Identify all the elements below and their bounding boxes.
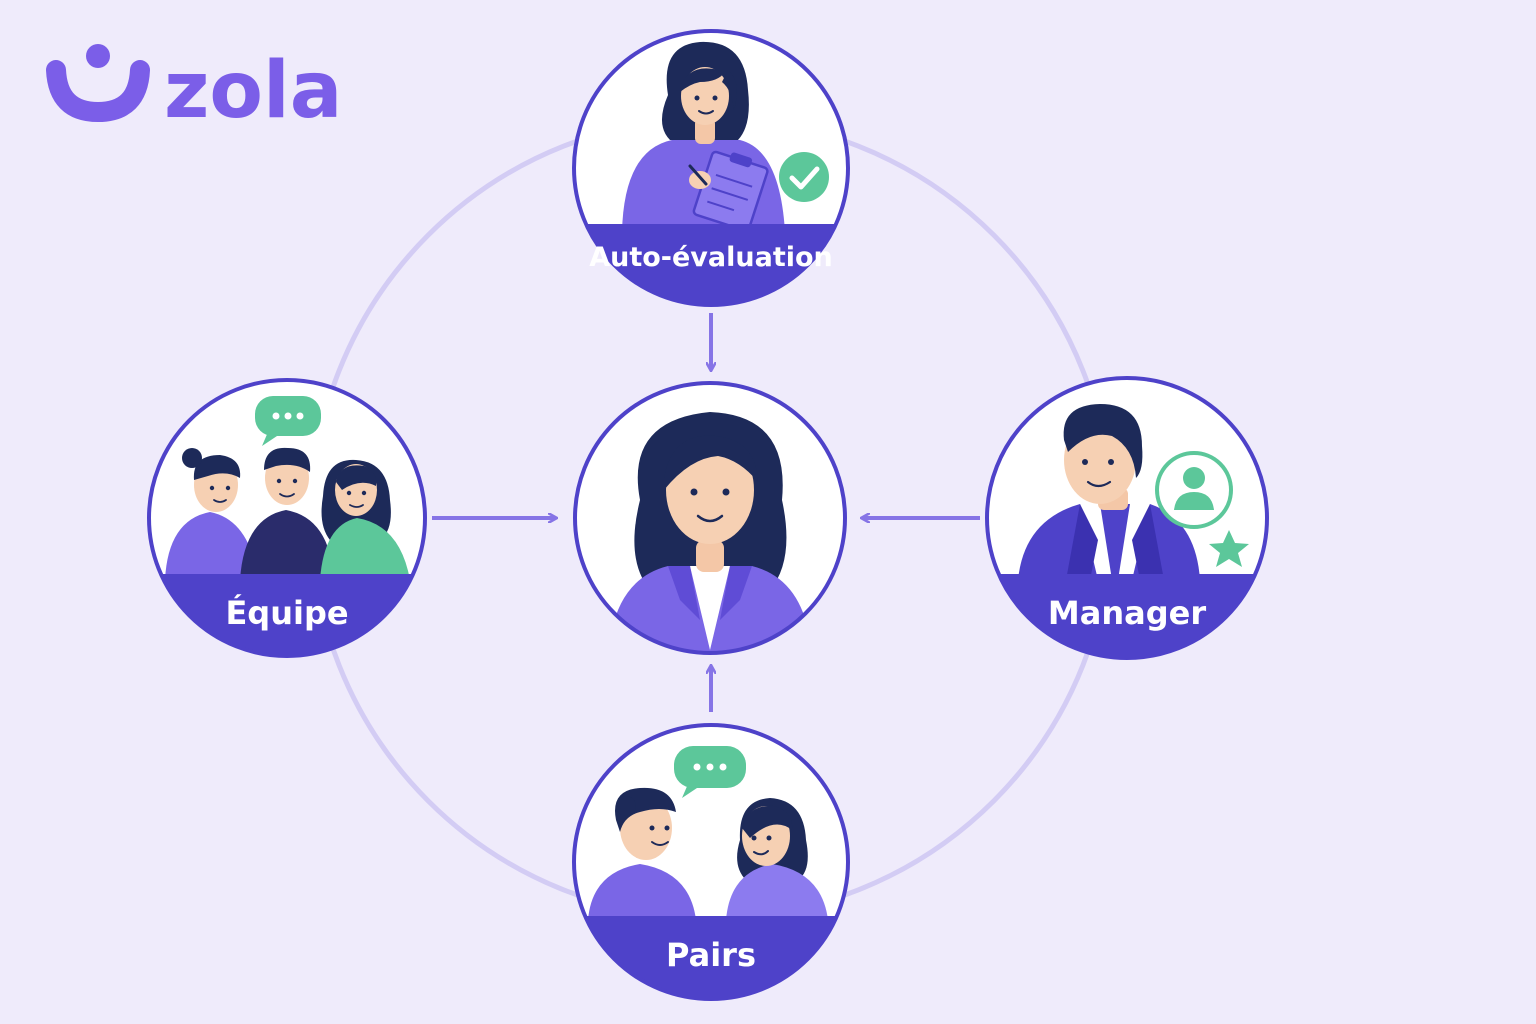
user-badge-icon — [1155, 451, 1233, 529]
node-pairs-label: Pairs — [666, 936, 756, 974]
brand-name: zola — [164, 46, 342, 136]
flow-arrows — [432, 313, 980, 712]
node-manager-label: Manager — [1048, 594, 1206, 632]
star-icon — [1209, 530, 1249, 567]
check-badge-icon — [779, 152, 829, 202]
chat-bubble-icon — [255, 396, 321, 446]
node-equipe: Équipe — [147, 378, 427, 658]
chat-bubble-icon — [674, 746, 746, 798]
node-pairs: Pairs — [572, 723, 850, 1001]
node-auto-evaluation: Auto-évaluation — [572, 29, 850, 307]
node-manager: Manager — [985, 376, 1269, 660]
node-auto-evaluation-label: Auto-évaluation — [589, 242, 833, 273]
node-center-employee — [573, 381, 847, 655]
woman-portrait — [608, 412, 812, 653]
node-equipe-label: Équipe — [225, 594, 348, 632]
brand-logo: zola — [46, 44, 342, 136]
logo-mark-icon — [46, 44, 150, 123]
